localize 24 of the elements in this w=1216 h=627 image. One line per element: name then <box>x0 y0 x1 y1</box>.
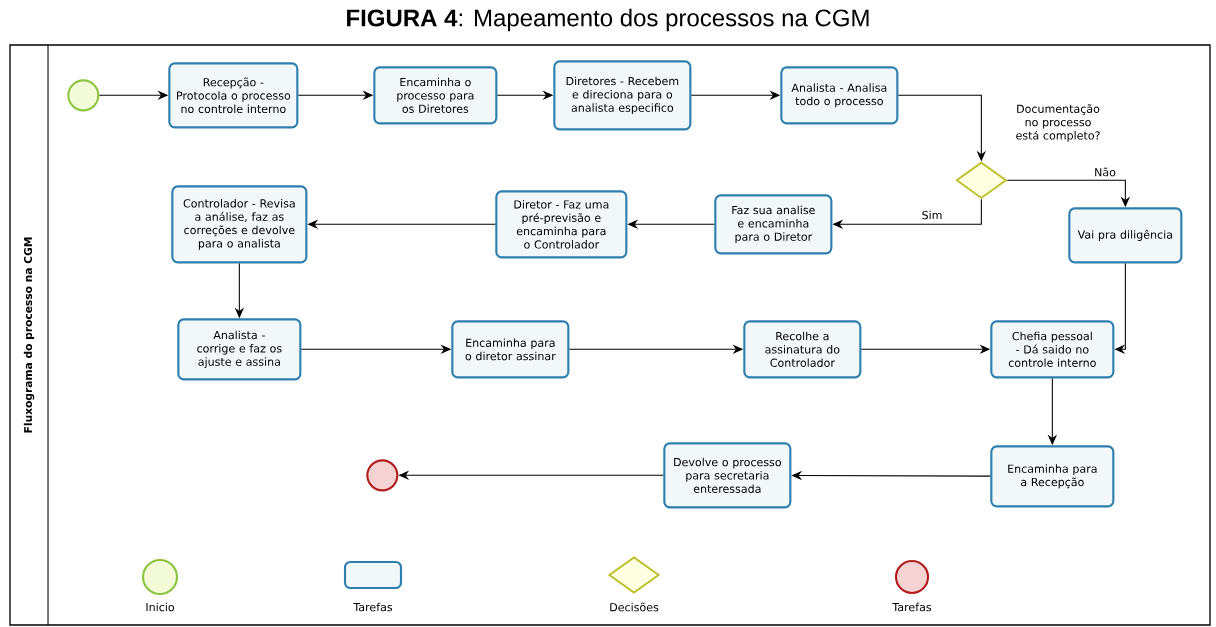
task-box: Diretores - Recebem e direciona para o analista especifico <box>553 60 692 131</box>
task-box: Faz sua analise e encaminha para o Diretor <box>714 194 833 255</box>
task-box: Recolhe a assinatura do Controlador <box>743 320 862 379</box>
legend-label: Decisões <box>610 602 659 612</box>
task-box: Chefia pessoal - Dá saido no controle interno <box>990 320 1115 379</box>
task-box: Encaminha o processo para os Diretores <box>373 66 498 125</box>
task-box: Devolve o processo para secretaria enteressada <box>663 442 792 509</box>
task-box: Encaminha para o diretor assinar <box>451 320 570 379</box>
legend-label: Inicio <box>146 602 175 612</box>
edge-label: Sim <box>920 209 944 221</box>
end-event-circle <box>366 459 399 492</box>
legend-label: Tarefas <box>353 602 393 612</box>
figure-title: FIGURA 4: Mapeamento dos processos na CGM <box>347 8 869 32</box>
task-box: Controlador - Revisa a análise, faz as correções e devolve para o analista <box>171 185 308 264</box>
task-box: Recepção - Protocola o processo no controle interno <box>168 62 299 129</box>
task-box: Analista - Analisa todo o processo <box>780 66 899 125</box>
question-text: Documentação no processo está completo? <box>1016 104 1100 142</box>
start-event-circle <box>67 79 100 112</box>
legend-label: Tarefas <box>892 602 932 612</box>
edge-label: Não <box>1092 166 1118 178</box>
task-box: Diretor - Faz uma pré-previsão e encaminha para o Controlador <box>495 190 628 259</box>
task-box: Analista - corrige e faz os ajuste e assina <box>177 318 302 381</box>
task-box: Encaminha para a Recepção <box>990 445 1115 508</box>
task-box: Vai pra diligência <box>1068 207 1183 264</box>
